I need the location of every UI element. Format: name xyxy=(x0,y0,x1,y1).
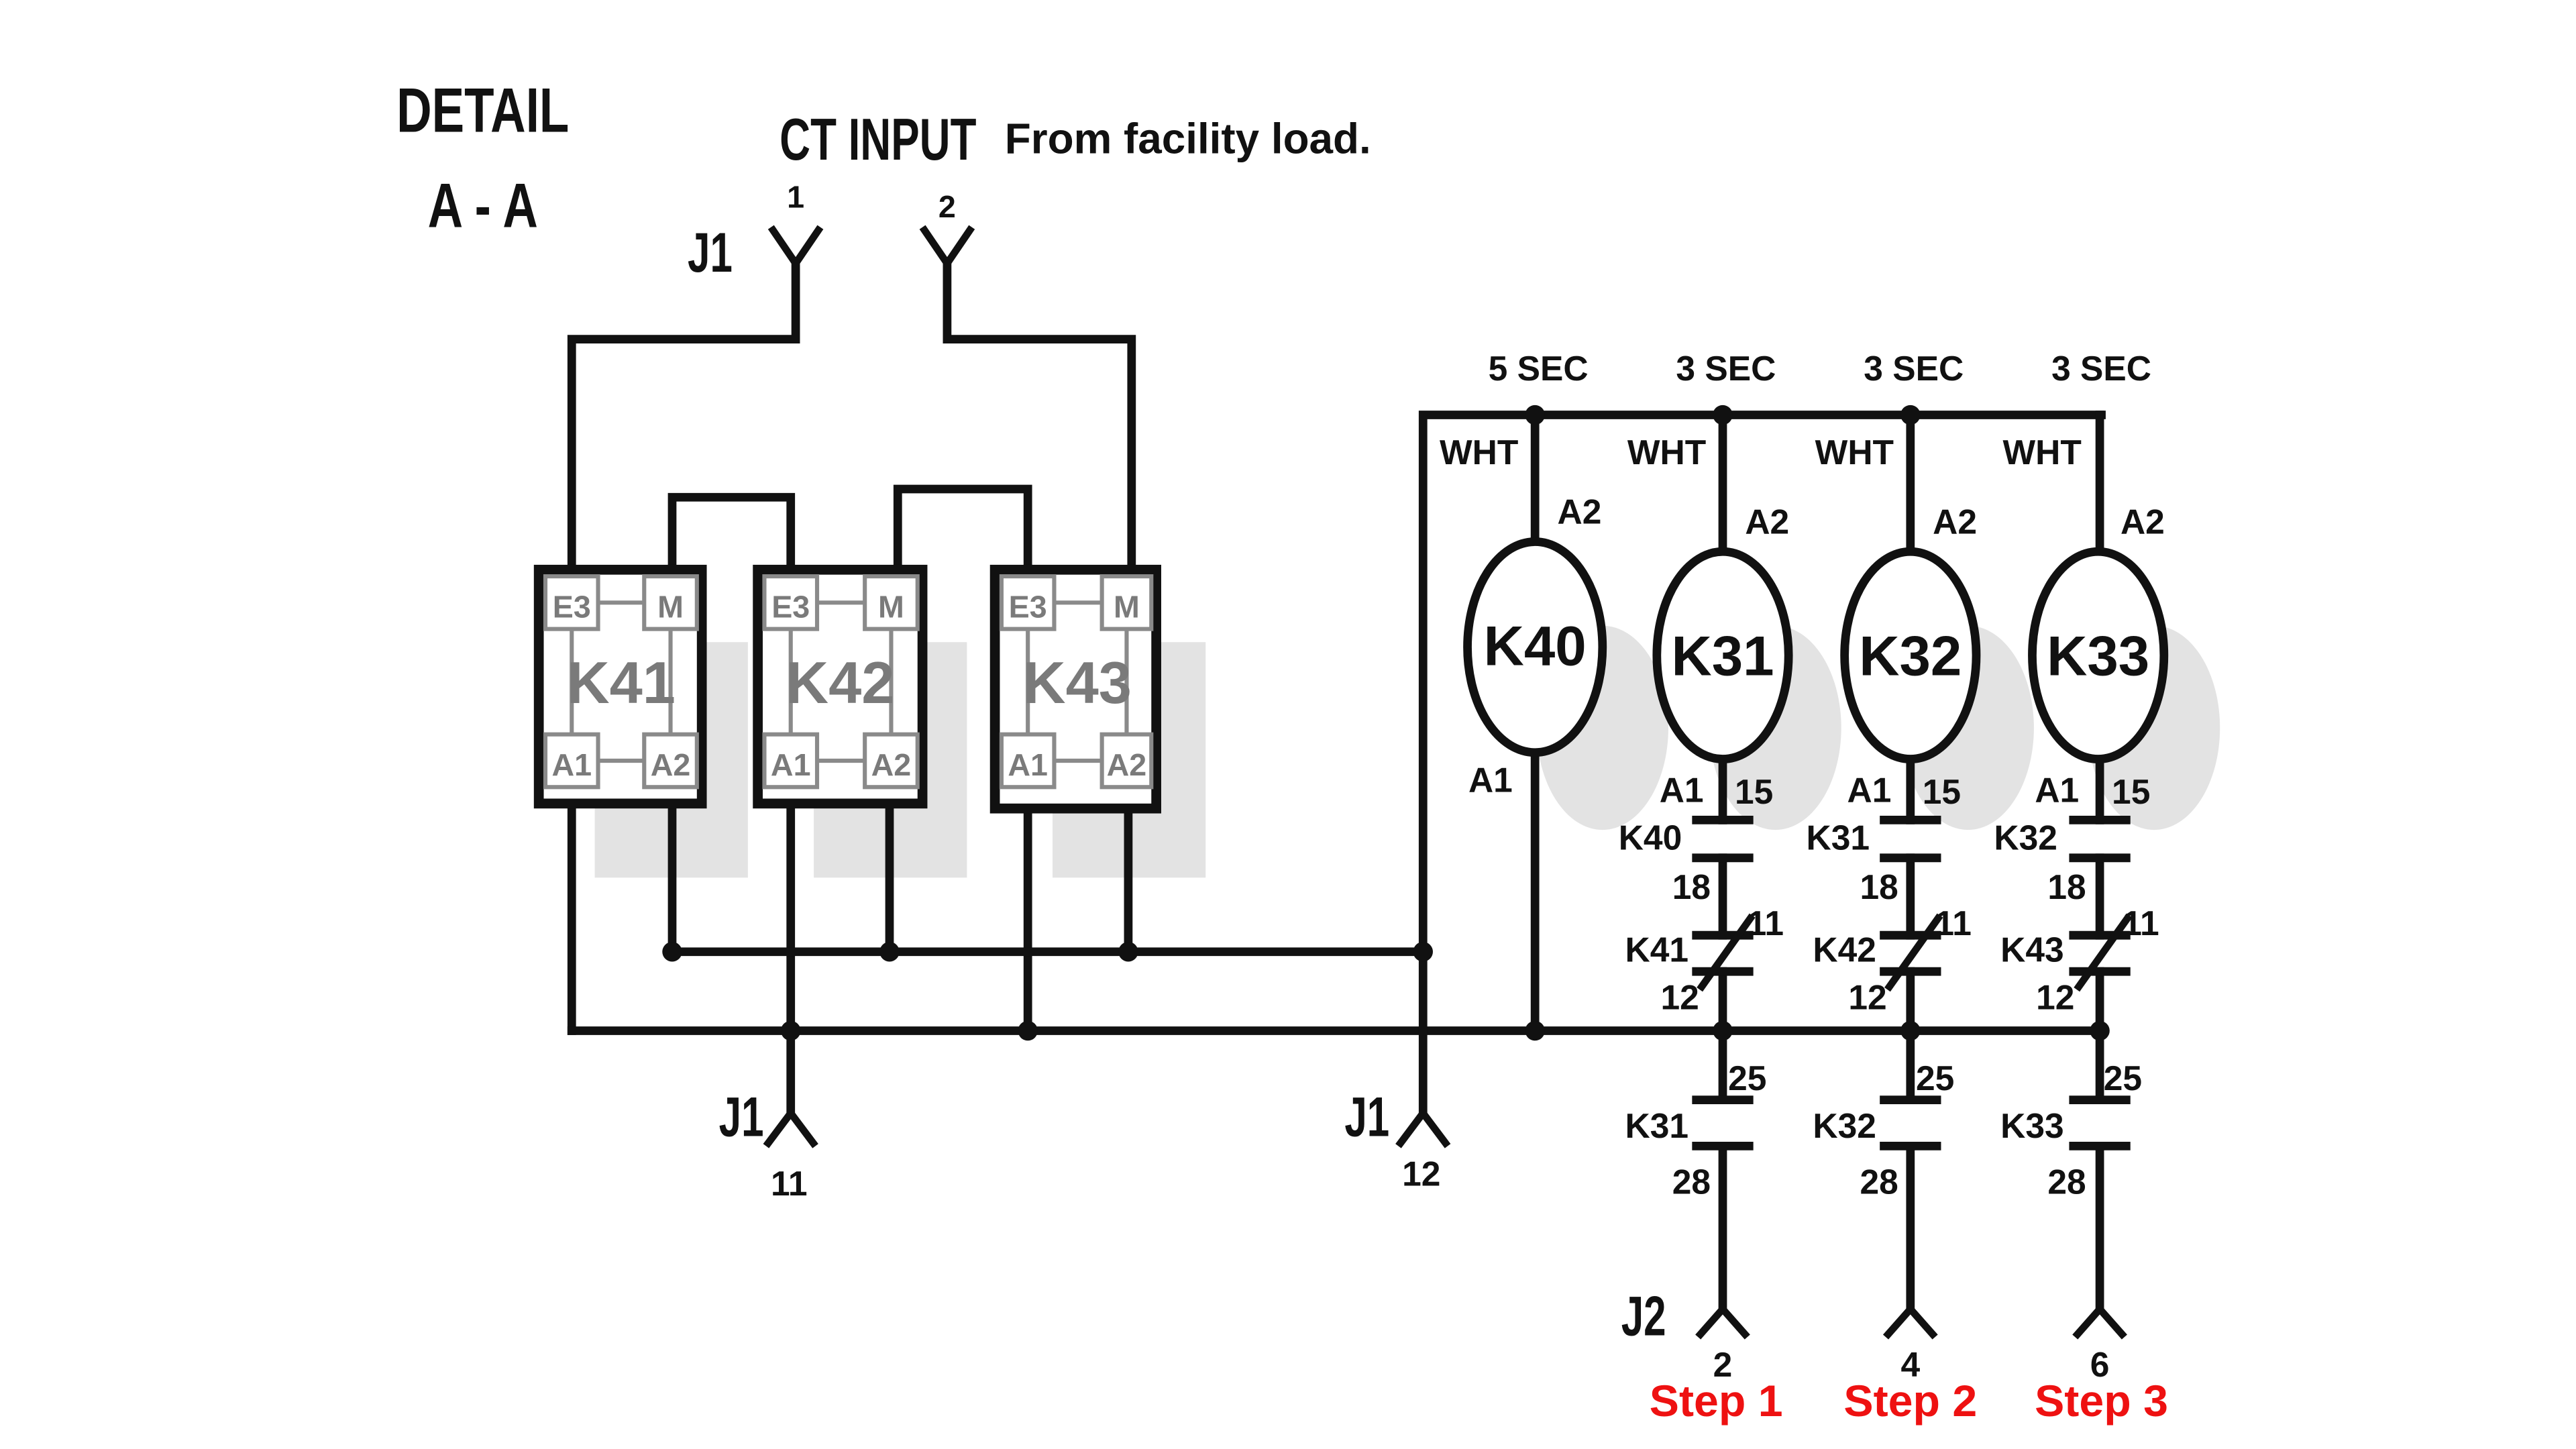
coil-k31-label: K31 xyxy=(1671,624,1774,687)
coil-k32-wire: WHT xyxy=(1815,433,1894,472)
ct-connector-label: J1 xyxy=(688,221,733,284)
chain-2-pin25: 25 xyxy=(1916,1059,1954,1097)
chain-1-pin18: 18 xyxy=(1672,867,1711,906)
chain-3-nc-contact: K43 xyxy=(2000,930,2064,969)
junction-dots xyxy=(662,405,2110,1041)
coil-k31-wire: WHT xyxy=(1627,433,1706,472)
timer-k41-label: K41 xyxy=(567,649,676,716)
chain-3-pin12: 12 xyxy=(2036,978,2074,1017)
ct-input-label: CT INPUT xyxy=(780,107,976,173)
chain-1-no-contact: K40 xyxy=(1619,818,1682,857)
step-3-label: Step 3 xyxy=(2035,1377,2168,1426)
ct-pin-1: 1 xyxy=(787,179,804,214)
timer-k43-term-m: M xyxy=(1114,589,1140,624)
chain-2-no-contact: K31 xyxy=(1807,818,1870,857)
timer-relay-k42: E3 M A1 A2 K42 xyxy=(753,564,928,809)
step-1-label: Step 1 xyxy=(1650,1377,1783,1426)
ct-input-note: From facility load. xyxy=(1005,114,1371,162)
timer-k41-term-a2: A2 xyxy=(651,747,691,782)
coil-k32-label: K32 xyxy=(1859,624,1962,687)
detail-title-line2: A - A xyxy=(428,170,538,241)
chain-2-nc-contact: K42 xyxy=(1813,930,1876,969)
timer-k43-term-a1: A1 xyxy=(1008,747,1048,782)
coil-k31-a1: A1 xyxy=(1660,770,1704,809)
timer-k43-label: K43 xyxy=(1023,649,1132,716)
output-connectors: J2 2 4 6 Step 1 Step 2 Step 3 xyxy=(1621,1285,2168,1426)
chain-3-pin15: 15 xyxy=(2112,772,2150,811)
timer-k41-term-a1: A1 xyxy=(551,747,592,782)
output-pin-2: 4 xyxy=(1900,1345,1920,1384)
timer-k41-term-m: M xyxy=(657,589,684,624)
coil-k33: K33 3 SEC WHT A2 A1 xyxy=(2003,349,2169,809)
chain-3-pin28: 28 xyxy=(2047,1163,2086,1201)
chain-1-pin28: 28 xyxy=(1672,1163,1711,1201)
timer-relay-k43: E3 M A1 A2 K43 xyxy=(989,564,1161,814)
connector-j1-11-pin: 11 xyxy=(771,1164,807,1203)
coil-k33-a1: A1 xyxy=(2035,770,2079,809)
chain-3-pin25: 25 xyxy=(2104,1059,2142,1097)
coil-k32-a1: A1 xyxy=(1847,770,1892,809)
timer-k43-term-a2: A2 xyxy=(1107,747,1147,782)
wiring xyxy=(567,259,2106,1313)
timer-k42-term-m: M xyxy=(878,589,904,624)
chain-1-pin11: 11 xyxy=(1748,904,1784,943)
chain-1-out-contact: K31 xyxy=(1625,1106,1689,1145)
coil-k33-label: K33 xyxy=(2047,624,2149,687)
connector-j1-11-name: J1 xyxy=(719,1086,764,1148)
timer-k42-term-e3: E3 xyxy=(771,589,810,624)
chain-2-pin18: 18 xyxy=(1860,867,1898,906)
chain-3-out-contact: K33 xyxy=(2000,1106,2064,1145)
chain-3-labels: 15 K32 18 11 K43 12 25 K33 28 xyxy=(1994,772,2159,1201)
coil-k31-delay: 3 SEC xyxy=(1676,349,1776,388)
connector-j1-12: J1 12 xyxy=(1344,1086,1451,1193)
coil-k31-a2: A2 xyxy=(1745,502,1789,541)
timer-k42-label: K42 xyxy=(786,649,894,716)
output-pin-1: 2 xyxy=(1713,1345,1733,1384)
chain-1-nc-contact: K41 xyxy=(1625,930,1689,969)
contact-plates xyxy=(1692,815,2133,1150)
coil-k31: K31 3 SEC WHT A2 A1 xyxy=(1627,349,1793,809)
coil-k33-wire: WHT xyxy=(2003,433,2082,472)
chain-3-pin11: 11 xyxy=(2123,904,2159,943)
chain-2-out-contact: K32 xyxy=(1813,1106,1876,1145)
coil-k33-delay: 3 SEC xyxy=(2051,349,2151,388)
timer-k41-term-e3: E3 xyxy=(553,589,591,624)
coil-k40-delay: 5 SEC xyxy=(1489,349,1589,388)
timer-relay-k41: E3 M A1 A2 K41 xyxy=(533,564,707,809)
chain-2-pin11: 11 xyxy=(1935,904,1971,943)
connector-j1-12-name: J1 xyxy=(1344,1086,1389,1148)
coil-k40: K40 5 SEC WHT A2 A1 xyxy=(1440,349,1607,800)
timer-k43-term-e3: E3 xyxy=(1009,589,1047,624)
step-2-label: Step 2 xyxy=(1843,1377,1977,1426)
coil-k32-a2: A2 xyxy=(1933,502,1977,541)
coil-k32-delay: 3 SEC xyxy=(1864,349,1964,388)
coil-k40-a2: A2 xyxy=(1558,492,1602,531)
output-connector-name: J2 xyxy=(1621,1285,1666,1348)
connector-symbol-j1-1 xyxy=(767,225,824,270)
chain-2-pin12: 12 xyxy=(1848,978,1886,1017)
chain-1-pin15: 15 xyxy=(1735,772,1773,811)
connector-symbol-j1-2 xyxy=(919,225,975,270)
chain-1-labels: 15 K40 18 11 K41 12 25 K31 28 xyxy=(1619,772,1784,1201)
chain-1-pin25: 25 xyxy=(1728,1059,1766,1097)
ct-pin-2: 2 xyxy=(938,189,956,224)
detail-title-line1: DETAIL xyxy=(396,75,569,146)
chain-2-labels: 15 K31 18 11 K42 12 25 K32 28 xyxy=(1807,772,1972,1201)
timer-k42-term-a1: A1 xyxy=(771,747,811,782)
coil-k33-a2: A2 xyxy=(2121,502,2165,541)
chain-1-pin12: 12 xyxy=(1661,978,1699,1017)
timer-k42-term-a2: A2 xyxy=(871,747,912,782)
coil-k40-label: K40 xyxy=(1484,614,1587,678)
output-pin-3: 6 xyxy=(2090,1345,2110,1384)
chain-3-no-contact: K32 xyxy=(1994,818,2057,857)
connector-j1-11: J1 11 xyxy=(719,1086,818,1203)
chain-3-pin18: 18 xyxy=(2047,867,2086,906)
coil-k40-wire: WHT xyxy=(1440,433,1518,472)
chain-2-pin15: 15 xyxy=(1923,772,1961,811)
coil-k32: K32 3 SEC WHT A2 A1 xyxy=(1815,349,1981,809)
coil-k40-a1: A1 xyxy=(1468,761,1513,800)
chain-2-pin28: 28 xyxy=(1860,1163,1898,1201)
connector-j1-12-pin: 12 xyxy=(1402,1154,1440,1193)
